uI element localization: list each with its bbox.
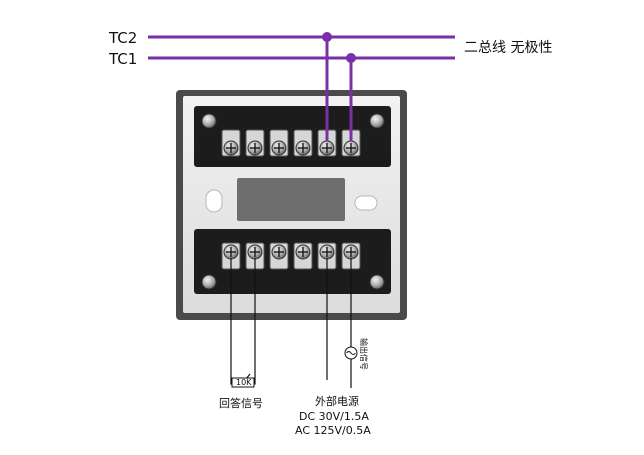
terminal-screw-icon: [245, 129, 265, 157]
terminal-screw-icon: [221, 242, 241, 270]
terminal-screw-icon: [245, 242, 265, 270]
ac-rating-label: AC 125V/0.5A: [295, 424, 371, 437]
bus-wiring: [148, 35, 455, 141]
center-window: [237, 178, 345, 221]
right-slot-hole: [354, 195, 378, 211]
module-body: [176, 90, 407, 320]
dc-rating-label: DC 30V/1.5A: [299, 410, 369, 423]
terminal-screw-icon: [317, 129, 337, 157]
mount-screw-icon: [369, 113, 385, 129]
top-terminal-row: [221, 129, 361, 157]
tc2-junction-dot: [322, 32, 332, 42]
tc1-label: TC1: [108, 50, 137, 68]
terminal-screw-icon: [317, 242, 337, 270]
terminal-screw-icon: [221, 129, 241, 157]
terminal-screw-icon: [293, 242, 313, 270]
terminal-screw-icon: [293, 129, 313, 157]
terminal-screw-icon: [269, 129, 289, 157]
tc2-label: TC2: [108, 29, 137, 47]
terminal-screw-icon: [269, 242, 289, 270]
terminal-screw-icon: [341, 129, 361, 157]
resistor-label: 10K: [236, 378, 252, 387]
ac-source-icon: [344, 346, 358, 360]
external-power-label: 外部电源: [315, 394, 359, 408]
bottom-terminal-row: [221, 242, 361, 270]
tc1-junction-dot: [346, 53, 356, 63]
mount-screw-icon: [201, 113, 217, 129]
feedback-signal-label: 回答信号: [219, 396, 263, 410]
bus-description-label: 二总线 无极性: [464, 40, 552, 56]
left-slot-hole: [205, 189, 223, 213]
output-signal-side-label: 输出信号: [359, 338, 369, 370]
resistor-icon: [231, 377, 255, 388]
mount-screw-icon: [369, 274, 385, 290]
mount-screw-icon: [201, 274, 217, 290]
